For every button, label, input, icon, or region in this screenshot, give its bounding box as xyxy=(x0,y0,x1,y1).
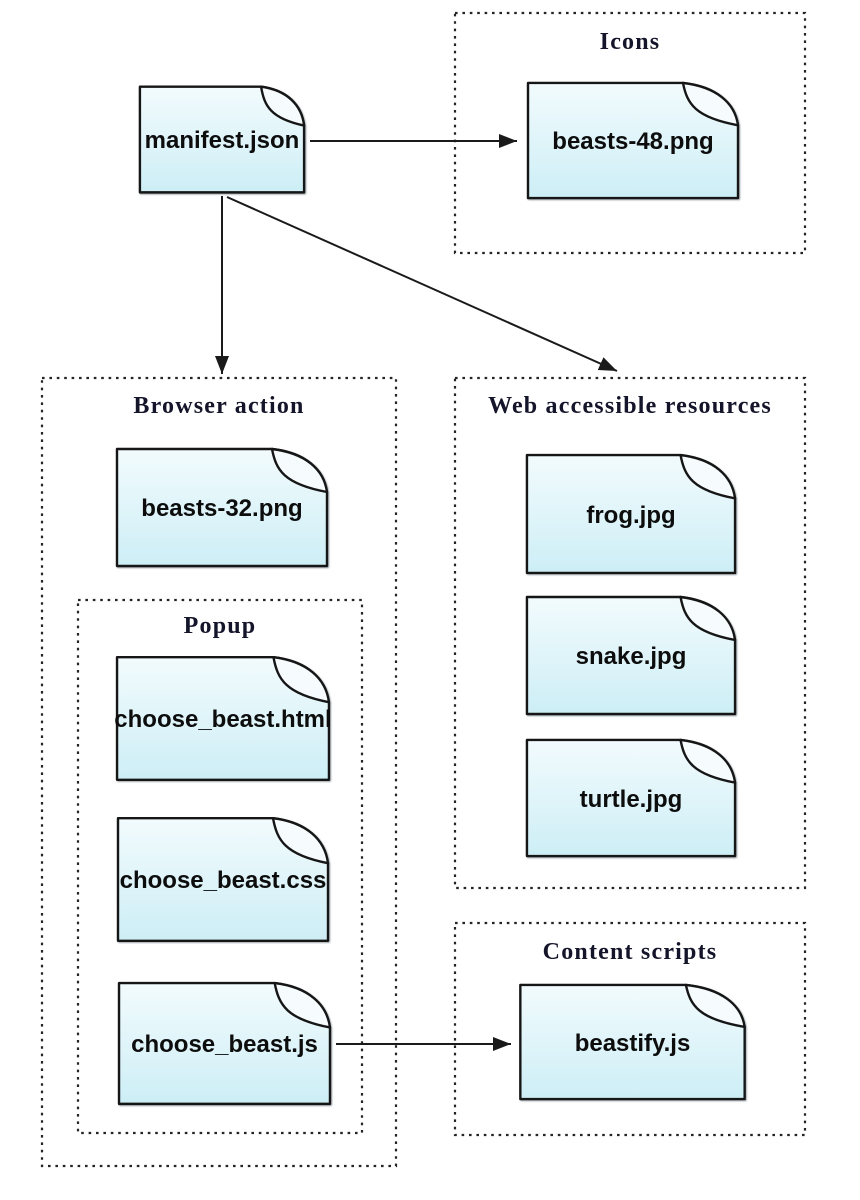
file-node-beasts-48-png: beasts-48.png xyxy=(523,80,743,202)
document-icon xyxy=(113,815,333,945)
file-label: beasts-48.png xyxy=(552,128,714,155)
group-box-popup xyxy=(76,598,364,1135)
document-icon xyxy=(523,80,743,202)
file-node-choose-beast-css: choose_beast.css xyxy=(113,815,333,945)
file-label: beastify.js xyxy=(574,1029,691,1057)
document-icon xyxy=(515,982,750,1103)
file-label: turtle.jpg xyxy=(579,785,683,813)
file-node-beasts-32-png: beasts-32.png xyxy=(112,446,332,570)
group-title-content-scripts: Content scripts xyxy=(542,939,718,965)
file-label: choose_beast.js xyxy=(131,1031,318,1058)
file-node-manifest-json: manifest.json xyxy=(136,84,308,196)
document-icon xyxy=(522,594,740,718)
document-icon xyxy=(522,452,740,577)
group-title-icons: Icons xyxy=(599,29,661,55)
arrow-manifest-to-web-accessible-resources xyxy=(226,196,618,372)
file-node-snake-jpg: snake.jpg xyxy=(522,594,740,718)
group-title-browser-action: Browser action xyxy=(133,393,305,419)
group-box-icons xyxy=(453,11,807,255)
file-node-choose-beast-html: choose_beast.html xyxy=(112,654,334,784)
document-icon xyxy=(114,980,335,1108)
file-node-frog-jpg: frog.jpg xyxy=(522,452,740,577)
file-node-beastify-js: beastify.js xyxy=(515,982,750,1103)
file-label: snake.jpg xyxy=(575,643,687,670)
file-node-turtle-jpg: turtle.jpg xyxy=(522,737,740,860)
document-icon xyxy=(136,84,308,196)
file-node-choose-beast-js: choose_beast.js xyxy=(114,980,335,1108)
file-label: choose_beast.html xyxy=(114,706,332,733)
file-label: manifest.json xyxy=(144,127,300,154)
group-box-browser-action xyxy=(40,376,398,1168)
document-icon xyxy=(112,654,334,784)
document-icon xyxy=(112,446,332,570)
file-label: frog.jpg xyxy=(586,501,676,529)
group-title-web-accessible-resources: Web accessible resources xyxy=(488,393,772,419)
file-label: beasts-32.png xyxy=(141,495,303,522)
file-label: choose_beast.css xyxy=(119,867,327,894)
group-title-popup: Popup xyxy=(183,613,257,639)
document-icon xyxy=(522,737,740,860)
